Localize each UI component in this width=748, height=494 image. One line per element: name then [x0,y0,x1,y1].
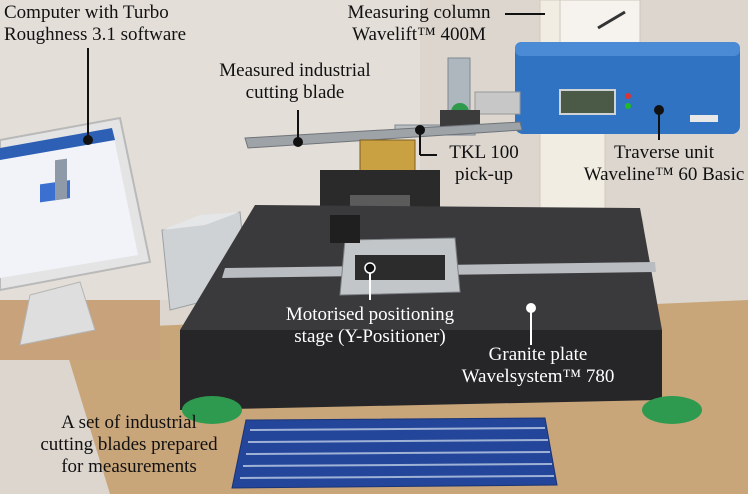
screen-column-render [55,158,67,201]
tray-blade [239,475,555,479]
tray-blade [242,463,553,467]
label-granite-plate: Granite plate Wavelsystem™ 780 [440,344,636,388]
label-granite-plate-line1: Granite plate [488,344,588,365]
label-traverse-unit-line2: Waveline™ 60 Basic [583,164,745,185]
traverse-badge [690,115,718,122]
label-pickup: TKL 100 pick-up [434,142,534,186]
label-blade-set: A set of industrial cutting blades prepa… [20,412,238,478]
computer-dot-marker [83,135,93,145]
label-positioning-stage-line2: stage (Y-Positioner) [294,326,446,347]
label-blade-set-line1: A set of industrial [61,412,197,433]
traverse-button [625,93,631,99]
monitor-stand [19,281,96,346]
traverse-top-edge [515,42,740,56]
stage-motor [330,215,360,243]
blade-dot-marker [293,137,303,147]
label-blade-set-line3: for measurements [61,456,197,477]
green-foot-right [642,396,702,424]
label-computer-line2: Roughness 3.1 software [4,24,187,45]
blade-tray [231,417,558,489]
label-cutting-blade-line2: cutting blade [245,82,345,103]
stage-dot-marker [364,262,376,274]
column-handle [597,10,626,30]
label-measuring-column-line1: Measuring column [347,2,491,23]
monitor-screen [0,128,138,278]
label-cutting-blade-line1: Measured industrial [219,60,371,81]
label-measuring-column-line2: Wavelift™ 400M [352,24,486,45]
green-foot-left [182,396,242,424]
traverse-dot-marker [654,105,664,115]
granite-front [180,330,662,410]
label-cutting-blade: Measured industrial cutting blade [200,60,390,104]
label-pickup-line2: pick-up [454,164,514,185]
label-measuring-column: Measuring column Wavelift™ 400M [330,2,508,46]
label-pickup-line1: TKL 100 [449,142,519,163]
controller-top [162,212,240,230]
label-traverse-unit: Traverse unit Waveline™ 60 Basic [582,142,746,186]
granite-dot-marker [526,303,536,313]
label-blade-set-line2: cutting blades prepared [40,434,218,455]
traverse-arm [474,91,521,115]
label-granite-plate-line2: Wavelsystem™ 780 [461,366,615,387]
traverse-lcd [559,89,616,115]
label-positioning-stage-line1: Motorised positioning [285,304,455,325]
traverse-unit [474,42,740,134]
tray-blade [245,451,551,455]
pickup-clamp [440,110,480,128]
label-computer-line1: Computer with Turbo [4,2,169,23]
tray-blade [249,427,546,431]
traverse-button [625,103,631,109]
tray-blade [247,439,549,443]
label-computer: Computer with Turbo Roughness 3.1 softwa… [4,2,186,46]
label-traverse-unit-line1: Traverse unit [613,142,715,163]
measured-blade-shape [244,121,523,149]
pickup-dot-marker [415,125,425,135]
label-positioning-stage: Motorised positioning stage (Y-Positione… [266,304,474,348]
